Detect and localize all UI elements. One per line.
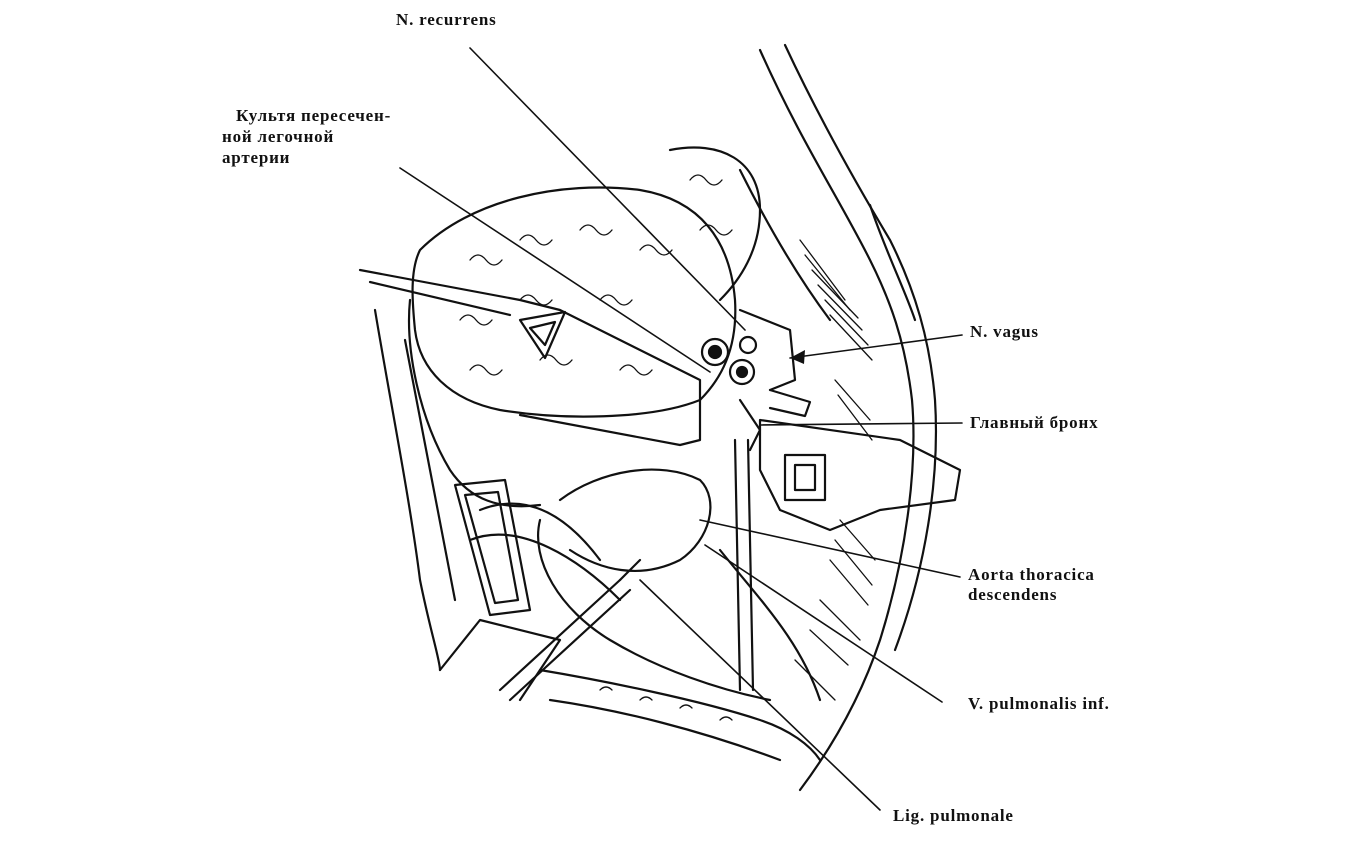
vagus-arrow-head	[790, 350, 805, 364]
leader-n-recurrens	[469, 47, 746, 331]
label-n-vagus: N. vagus	[970, 322, 1039, 341]
label-main-bronchus: Главный бронх	[970, 413, 1099, 432]
leader-v-pulmonalis	[704, 544, 943, 703]
wall-hatching	[794, 239, 876, 701]
label-stump-line1: Культя пересечен-	[236, 106, 392, 125]
leader-n-vagus	[789, 334, 963, 359]
label-aorta-line2: descendens	[968, 585, 1058, 604]
label-stump-line3: артерии	[222, 148, 291, 167]
label-n-recurrens: N. recurrens	[396, 10, 497, 29]
label-aorta-line1: Aorta thoracica	[968, 565, 1095, 584]
chest-wall-right	[738, 43, 938, 792]
retractor-lower	[758, 418, 962, 532]
label-stump-line2: ной легочной	[222, 127, 335, 146]
hilum-vessels	[700, 308, 812, 452]
leader-aorta	[699, 519, 961, 578]
wound-edge-bottom	[538, 668, 822, 762]
leader-lines	[399, 47, 963, 811]
lung	[407, 146, 762, 508]
leader-lig-pulmonale	[639, 579, 881, 811]
retractor-upper	[358, 268, 702, 447]
mediastinum	[468, 438, 822, 702]
label-v-pulmonalis: V. pulmonalis inf.	[968, 694, 1110, 713]
forceps	[498, 558, 642, 702]
leader-main-bronchus	[759, 422, 963, 426]
leader-stump	[399, 167, 711, 373]
label-lig-pulmonale: Lig. pulmonale	[893, 806, 1014, 825]
